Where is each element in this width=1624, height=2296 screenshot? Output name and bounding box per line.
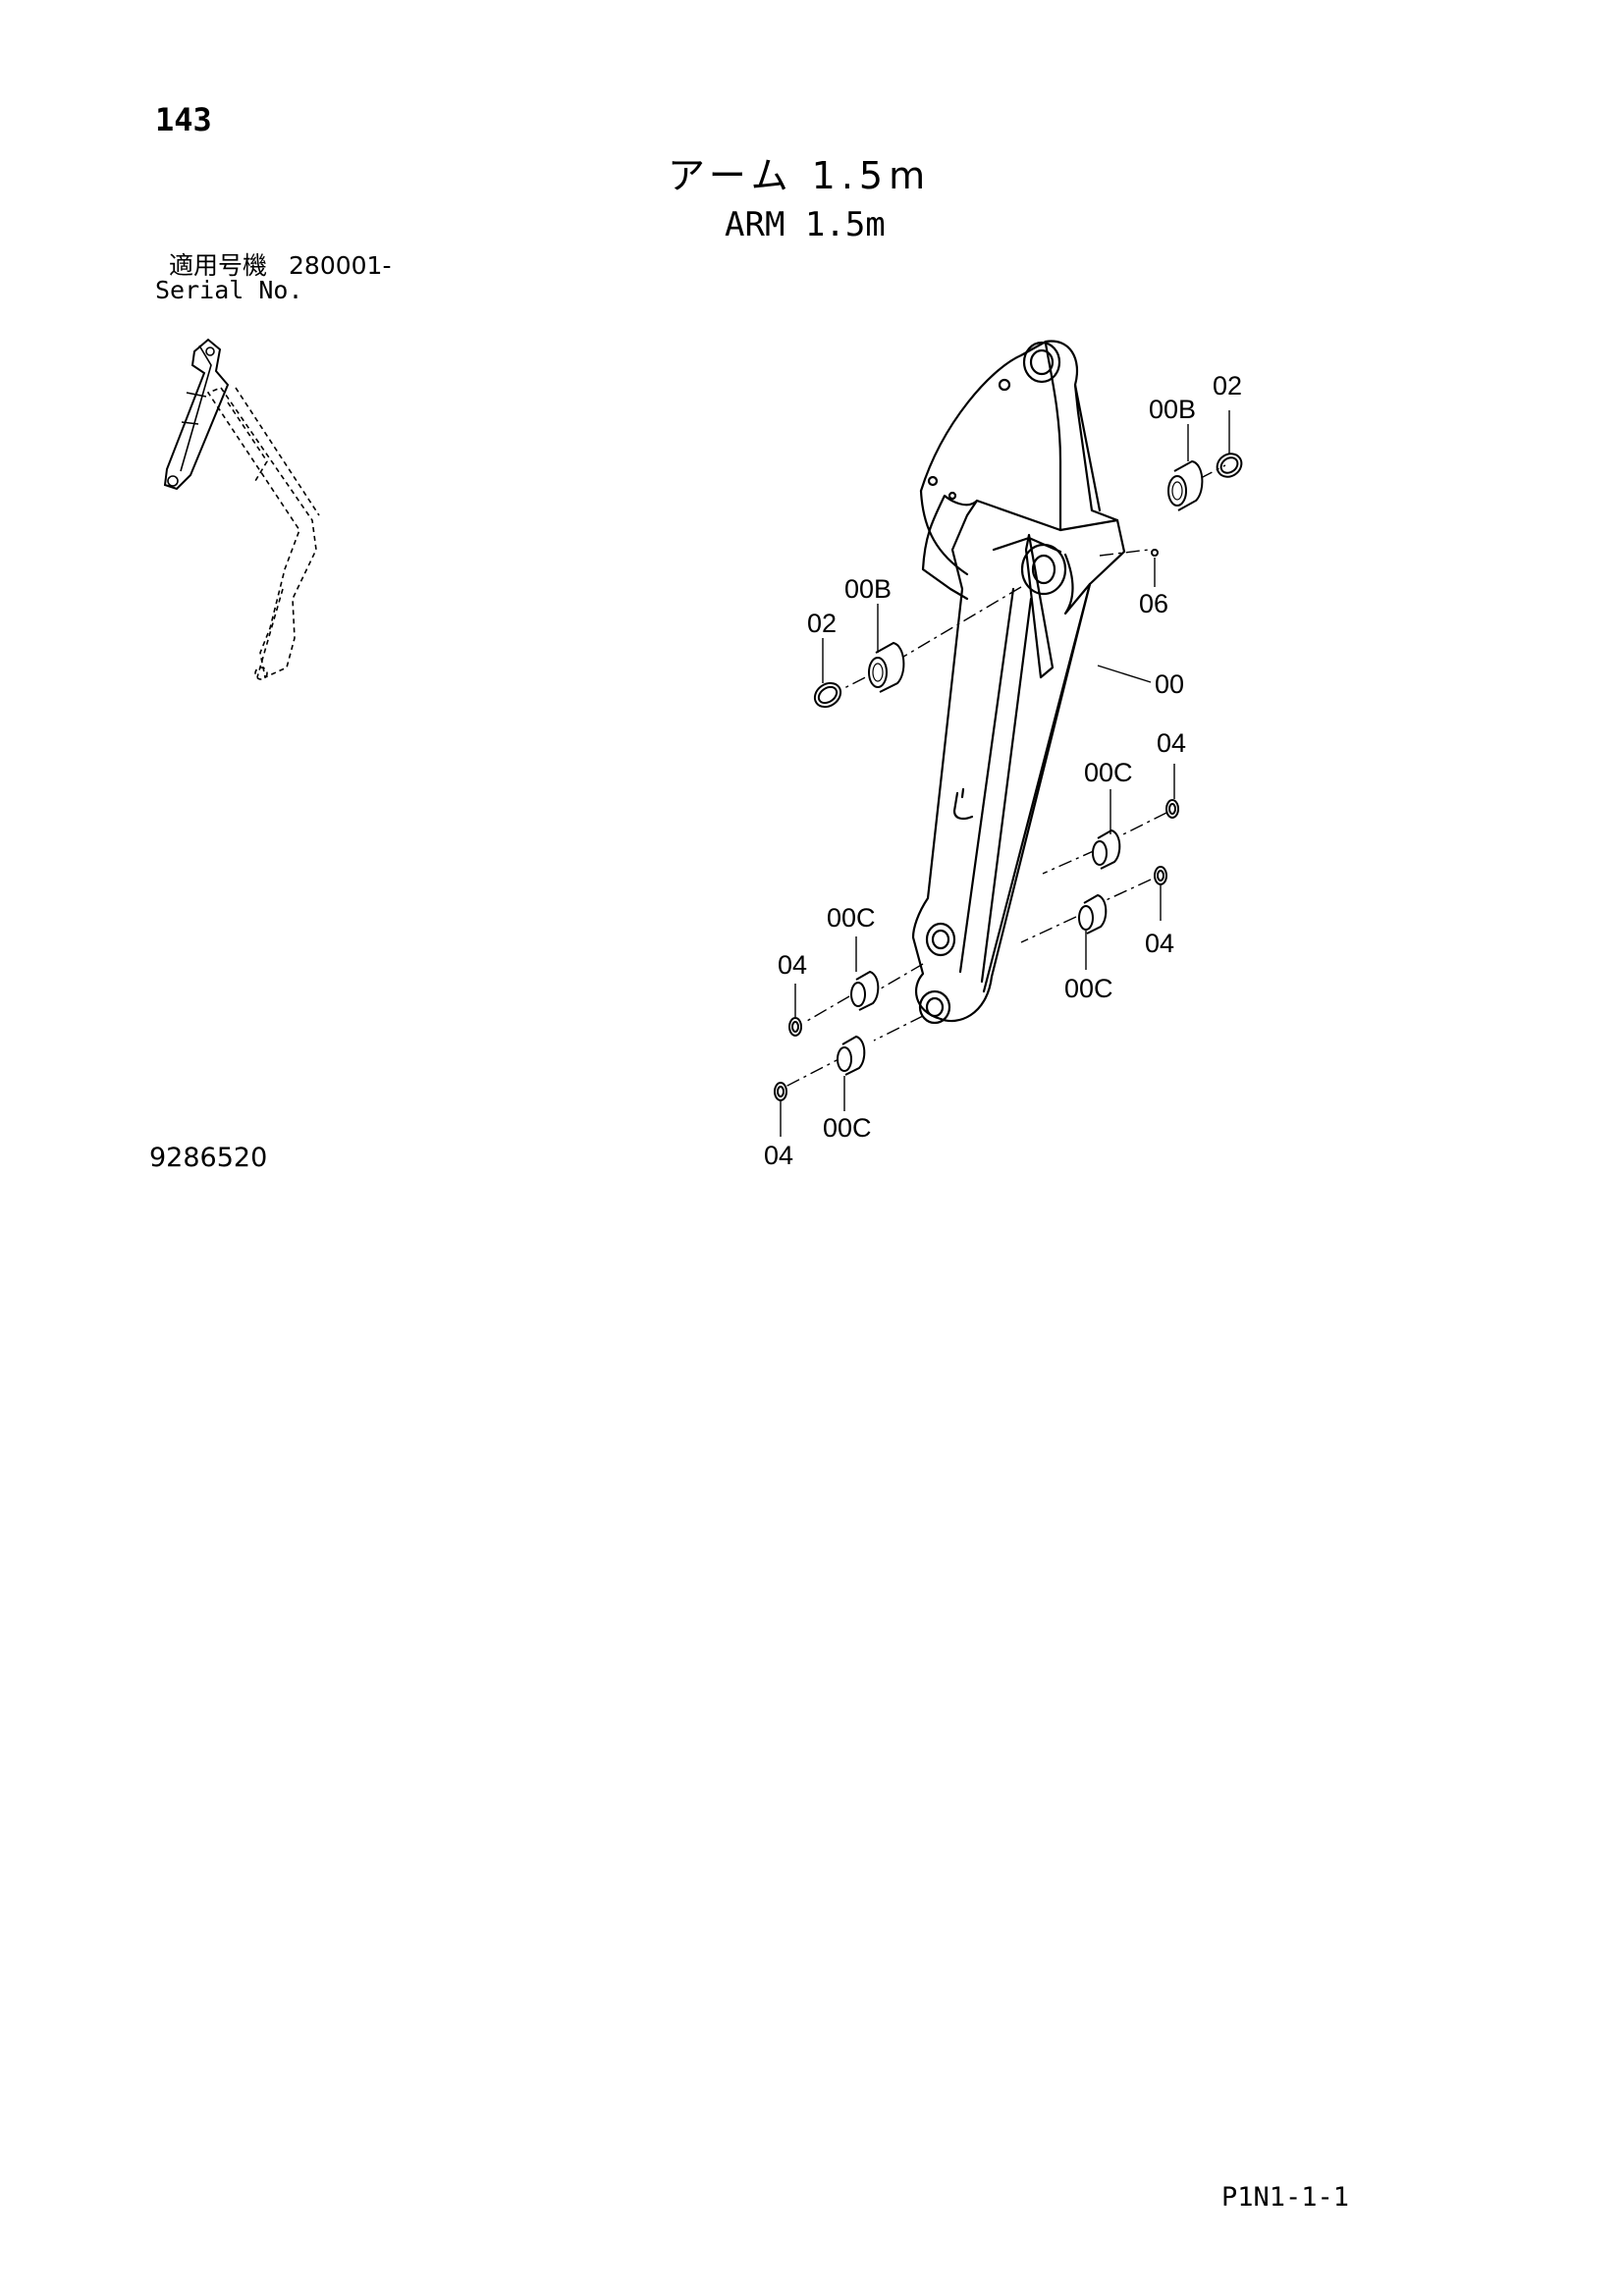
arm-body	[911, 340, 1126, 1025]
bushing-00C-left-top	[850, 970, 880, 1011]
bushing-00B-top	[1167, 459, 1204, 511]
callout-04-left-top: 04	[778, 950, 807, 980]
grease-fitting-06	[1151, 549, 1159, 557]
bushing-00C-right-top	[1092, 828, 1121, 870]
callout-02-left: 02	[807, 609, 837, 638]
snapring-04-left-top	[788, 1017, 802, 1037]
serial-label-jp: 適用号機	[169, 251, 268, 280]
leader-lines	[780, 410, 1230, 1137]
callout-02-top: 02	[1213, 371, 1242, 400]
title-japanese: アーム 1.5m	[668, 154, 932, 197]
callout-00: 00	[1155, 669, 1184, 699]
snapring-04-right-bottom	[1154, 866, 1167, 885]
title-english: ARM 1.5m	[725, 205, 886, 244]
bushing-00C-left-bottom	[837, 1035, 866, 1076]
callout-00C-right-top: 00C	[1084, 758, 1133, 787]
snapring-04-right-top	[1165, 799, 1179, 819]
callout-04-left-bottom: 04	[764, 1141, 793, 1170]
snapring-04-left-bottom	[774, 1082, 787, 1101]
callout-04-right-top: 04	[1157, 728, 1186, 758]
bushing-00B-left	[868, 641, 905, 693]
rings	[774, 453, 1243, 1101]
callout-00B-left: 00B	[844, 574, 892, 604]
key-map-thumbnail	[163, 338, 320, 680]
arm-highlight	[163, 338, 230, 491]
callout-04-right-bottom: 04	[1145, 929, 1174, 958]
ring-02-top	[1216, 453, 1243, 478]
serial-label-en: Serial No.	[155, 276, 303, 304]
callout-00B-top: 00B	[1149, 395, 1196, 424]
ring-02-left	[813, 681, 842, 709]
callout-labels: 00B 02 00B 02 06 00 04 00C 04 00C 00C 04…	[764, 371, 1242, 1170]
serial-number: 280001-	[289, 251, 392, 280]
boom-outline-dashed	[206, 387, 320, 680]
callout-00C-left-top: 00C	[827, 903, 876, 933]
bushings	[837, 459, 1204, 1076]
callout-06: 06	[1139, 589, 1168, 618]
bushing-00C-right-bottom	[1078, 893, 1108, 934]
callout-00C-left-bottom: 00C	[823, 1113, 872, 1143]
serial-applicable-line: 適用号機 280001-	[169, 253, 412, 278]
page-number: 143	[155, 101, 212, 138]
page-code: P1N1-1-1	[1221, 2182, 1350, 2213]
drawing-number: 9286520	[149, 1143, 268, 1173]
callout-00C-right-bottom: 00C	[1064, 974, 1113, 1003]
